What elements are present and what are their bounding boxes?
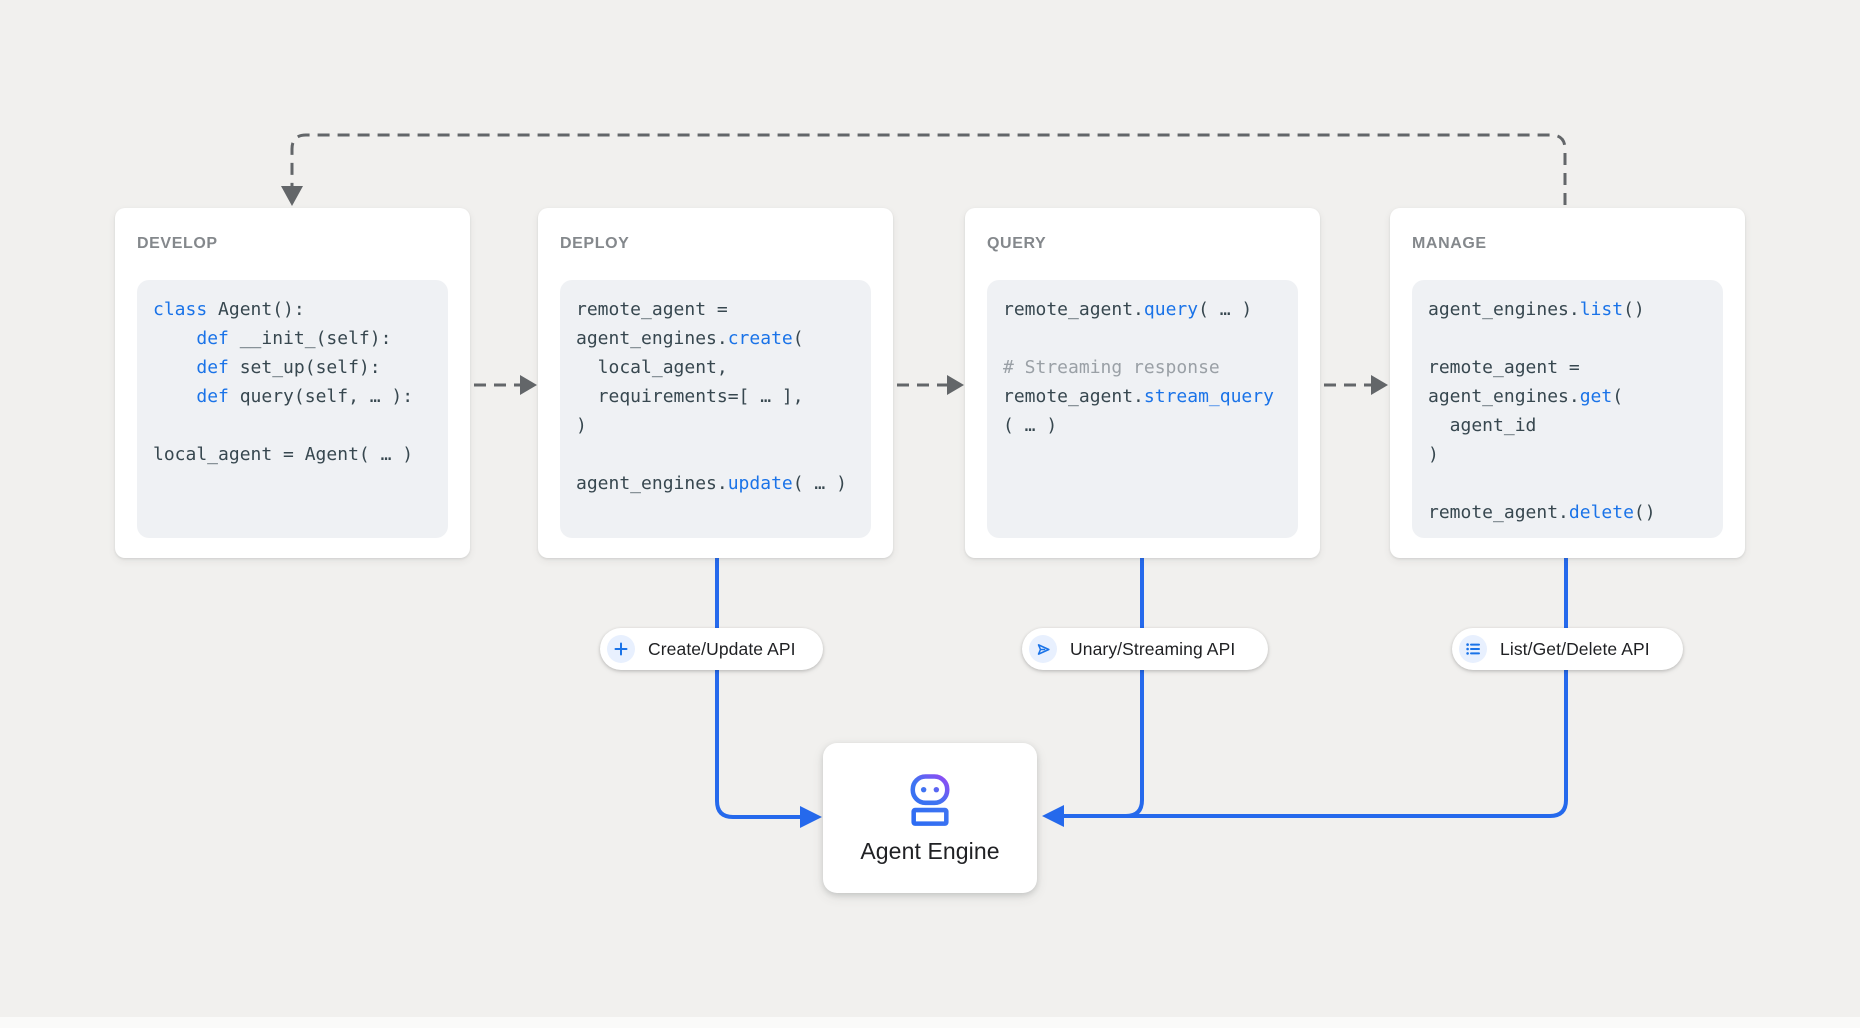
code-line: class Agent(): <box>153 299 305 320</box>
pill-list-get-delete-api: List/Get/Delete API <box>1452 628 1683 670</box>
code-line: local_agent, <box>576 357 728 378</box>
bottom-edge-strip <box>0 1017 1860 1028</box>
code-line: def query(self, … ): <box>196 386 414 407</box>
list-icon <box>1459 635 1487 663</box>
send-icon <box>1029 635 1057 663</box>
pill-label: Create/Update API <box>648 638 796 659</box>
arrowhead-right-icon <box>947 375 964 395</box>
agent-engine-label: Agent Engine <box>860 837 1000 864</box>
code-block-develop: class Agent(): def __init_(self): def se… <box>137 280 448 538</box>
robot-icon <box>910 773 950 826</box>
card-title-deploy: DEPLOY <box>560 235 630 252</box>
arrowhead-right-icon <box>800 806 822 828</box>
code-block-query: remote_agent.query( … ) # Streaming resp… <box>987 280 1298 538</box>
query-to-manage-dashed-arrow <box>1324 375 1388 395</box>
arrowhead-left-icon <box>1042 805 1064 827</box>
code-line: agent_engines.update( … ) <box>576 473 847 494</box>
card-manage: MANAGE agent_engines.list() remote_agent… <box>1390 208 1745 558</box>
code-line: agent_id <box>1428 415 1537 436</box>
code-line: local_agent = Agent( … ) <box>153 444 414 465</box>
feedback-loop-dashed-arrow <box>281 133 1567 206</box>
card-query: QUERY remote_agent.query( … ) # Streamin… <box>965 208 1320 558</box>
code-line: remote_agent.stream_query <box>1003 386 1274 407</box>
code-line <box>1428 469 1723 498</box>
code-line: def __init_(self): <box>196 328 392 349</box>
code-block-manage: agent_engines.list() remote_agent = agent… <box>1412 280 1723 538</box>
deploy-to-query-dashed-arrow <box>897 375 964 395</box>
pill-label: List/Get/Delete API <box>1500 638 1650 659</box>
code-line: remote_agent.query( … ) <box>1003 299 1253 320</box>
code-line: remote_agent = <box>1428 357 1580 378</box>
agent-engine-box: Agent Engine <box>823 743 1037 893</box>
card-deploy: DEPLOY remote_agent = agent_engines.creat… <box>538 208 893 558</box>
code-line: ) <box>1428 444 1439 465</box>
deploy-to-engine-line <box>715 558 822 828</box>
pill-label: Unary/Streaming API <box>1070 638 1236 659</box>
code-line <box>1428 324 1723 353</box>
code-line: agent_engines.create( <box>576 328 804 349</box>
code-line: ) <box>576 415 587 436</box>
code-line <box>1003 324 1298 353</box>
card-title-manage: MANAGE <box>1412 235 1487 252</box>
query-to-engine-line <box>1042 558 1144 827</box>
code-line: agent_engines.list() <box>1428 299 1645 320</box>
code-line: agent_engines.get( <box>1428 386 1624 407</box>
card-title-develop: DEVELOP <box>137 235 218 252</box>
code-line: # Streaming response <box>1003 357 1220 378</box>
code-line <box>576 440 871 469</box>
card-title-query: QUERY <box>987 235 1047 252</box>
pill-create-update-api: Create/Update API <box>600 628 823 670</box>
code-line: remote_agent.delete() <box>1428 502 1656 523</box>
code-block-deploy: remote_agent = agent_engines.create( loca… <box>560 280 871 538</box>
code-line: requirements=[ … ], <box>576 386 804 407</box>
manage-to-engine-line <box>1064 558 1568 818</box>
code-line: def set_up(self): <box>196 357 381 378</box>
card-develop: DEVELOP class Agent(): def __init_(self)… <box>115 208 470 558</box>
arrowhead-right-icon <box>1371 375 1388 395</box>
code-line: remote_agent = <box>576 299 728 320</box>
code-line: ( … ) <box>1003 415 1058 436</box>
pill-unary-streaming-api: Unary/Streaming API <box>1022 628 1268 670</box>
develop-to-deploy-dashed-arrow <box>474 375 537 395</box>
code-line <box>153 411 448 440</box>
plus-icon <box>607 635 635 663</box>
arrowhead-down-icon <box>281 186 303 206</box>
arrowhead-right-icon <box>520 375 537 395</box>
